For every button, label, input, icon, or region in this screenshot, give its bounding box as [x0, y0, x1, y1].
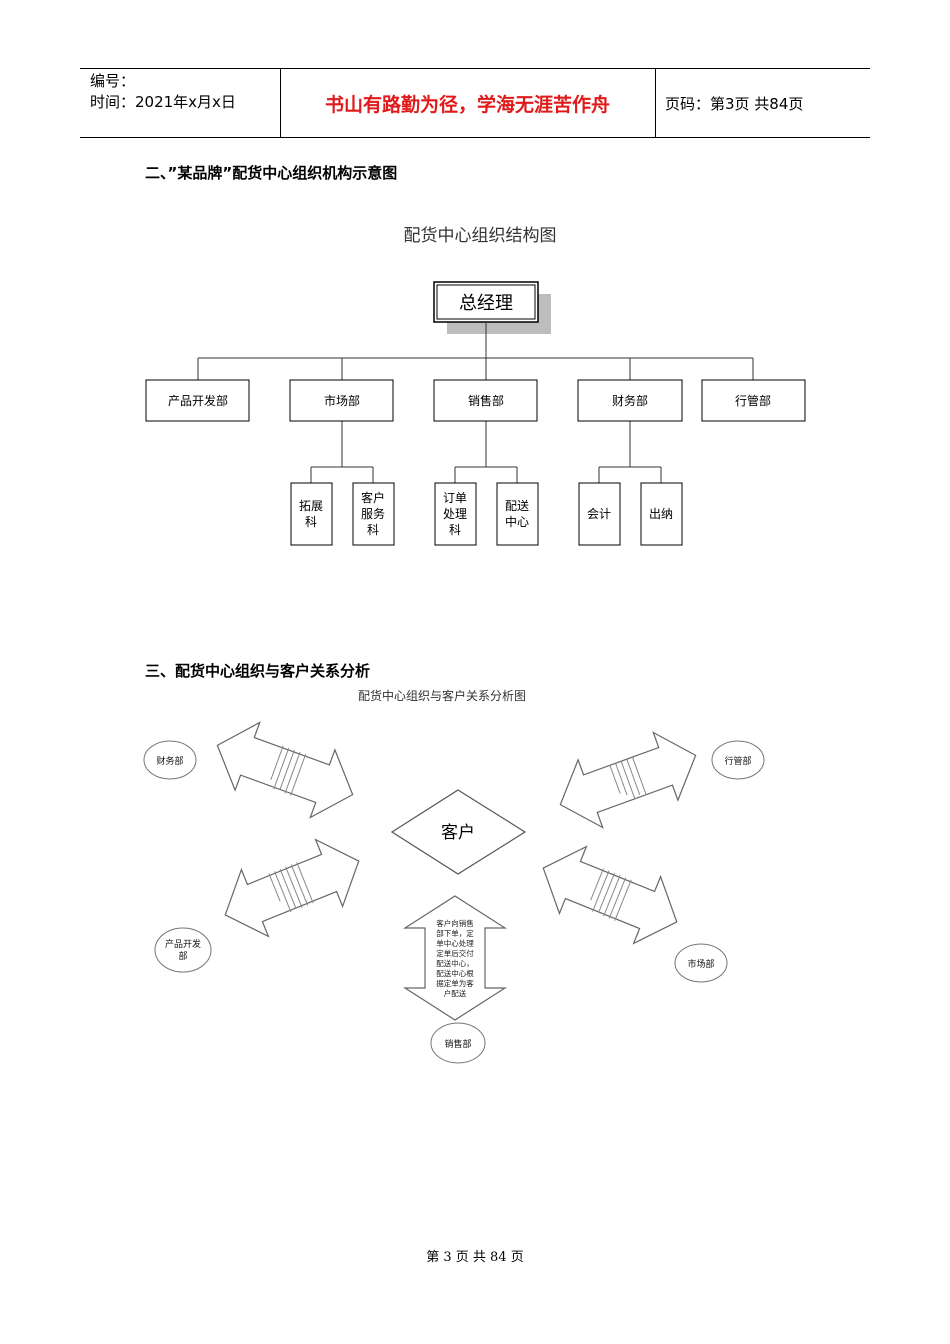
sub-cs-line3: 科 [367, 523, 379, 537]
sub-expansion-line1: 拓展 [299, 499, 323, 513]
sub-order-line3: 科 [449, 523, 461, 537]
page-footer: 第 3 页 共 84 页 [426, 1250, 524, 1265]
sub-box [640, 482, 683, 546]
page-label: 页码：第3页 共84页 [665, 94, 804, 113]
arrow-text-marks [268, 745, 647, 921]
sub-accounting: 会计 [587, 507, 611, 521]
sales-text-line: 配送中心根 [436, 968, 474, 978]
dept-box [289, 379, 394, 422]
market-arrow [542, 845, 678, 945]
sub-cs-line1: 客户 [361, 490, 385, 505]
sales-text-line: 部下单，定 [436, 928, 474, 938]
dept-market: 市场部 [324, 393, 360, 408]
circle-product-label-2: 部 [178, 950, 187, 962]
dept-sales: 销售部 [468, 393, 504, 408]
dept-product-dev: 产品开发部 [168, 393, 228, 408]
circle-product-label-1: 产品开发 [165, 938, 201, 950]
sales-text-line: 配送中心， [436, 958, 474, 968]
sales-text-line: 单中心处理 [436, 938, 474, 948]
circle-finance-label: 财务部 [156, 755, 183, 767]
sub-delivery-line1: 配送 [505, 498, 529, 513]
sub-box [352, 482, 395, 546]
sub-box [290, 482, 333, 546]
circle-admin-label: 行管部 [724, 755, 751, 767]
customer-label: 客户 [441, 823, 475, 843]
sub-cs-line2: 服务 [361, 506, 385, 521]
sales-text-line: 户配送 [444, 988, 467, 998]
header-motto: 书山有路勤为径，学海无涯苦作舟 [324, 93, 610, 116]
org-chart-title: 配货中心组织结构图 [404, 226, 557, 246]
sales-text-line: 客户向销售 [436, 918, 474, 928]
general-manager-label: 总经理 [459, 293, 513, 314]
general-manager-box-inner [436, 284, 536, 320]
sales-arrow [402, 895, 508, 1021]
relation-arrows [216, 721, 697, 1021]
section-title-2: 二、”某品牌”配货中心组织机构示意图 [145, 164, 398, 182]
relation-chart-title: 配货中心组织与客户关系分析图 [358, 688, 526, 703]
sub-order-line1: 订单 [443, 491, 467, 505]
circle-market-label: 市场部 [687, 958, 714, 970]
customer-diamond [390, 789, 527, 875]
sales-text-line: 据定单为客 [436, 978, 474, 988]
header-divider [280, 69, 281, 137]
sub-box [578, 482, 621, 546]
product-arrow [224, 838, 360, 938]
sub-delivery-line2: 中心 [505, 514, 529, 529]
sub-box [496, 482, 539, 546]
connector-lines [197, 322, 754, 483]
dept-box [701, 379, 806, 422]
sales-text-line: 定单后交付 [436, 948, 474, 958]
dept-finance: 财务部 [612, 393, 648, 408]
dept-box [145, 379, 250, 422]
time-label: 时间：2021年x月x日 [90, 93, 236, 111]
document-header: 编号： 时间：2021年x月x日 书山有路勤为径，学海无涯苦作舟 页码：第3页 … [80, 68, 870, 138]
sub-expansion-line2: 科 [305, 515, 317, 529]
number-label: 编号： [90, 72, 136, 90]
section-title-3: 三、配货中心组织与客户关系分析 [145, 662, 371, 680]
sub-unit-boxes: 拓展 科 客户 服务 科 订单 处理 科 配送 中心 会计 出纳 [290, 482, 683, 546]
sub-cashier: 出纳 [649, 507, 673, 521]
sub-order-line2: 处理 [443, 507, 467, 521]
header-divider [655, 69, 656, 137]
dept-box [577, 379, 683, 422]
general-manager-box [433, 281, 539, 323]
circle-sales-label: 销售部 [444, 1038, 471, 1050]
dept-circles [143, 740, 765, 1064]
finance-arrow [216, 721, 354, 819]
department-boxes: 产品开发部 市场部 销售部 财务部 行管部 [145, 379, 806, 422]
sales-arrow-text: 客户向销售 部下单，定 单中心处理 定单后交付 配送中心， 配送中心根 据定单为… [436, 918, 474, 998]
sub-box [434, 482, 477, 546]
dept-admin: 行管部 [735, 393, 771, 408]
header-meta: 编号： 时间：2021年x月x日 [90, 71, 236, 113]
dept-box [433, 379, 538, 422]
